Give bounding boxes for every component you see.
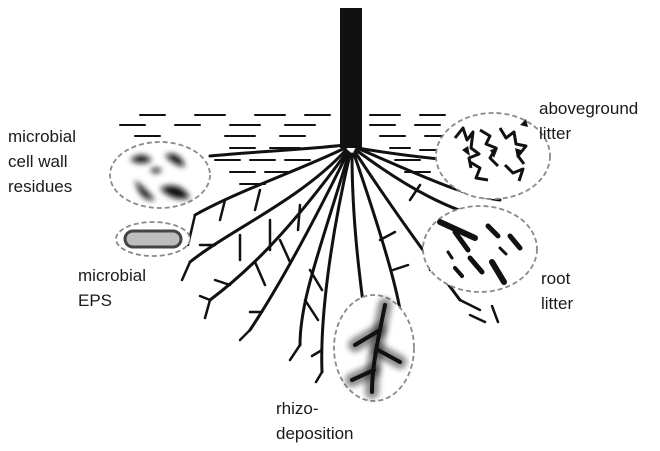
label-line: litter (539, 121, 638, 146)
aboveground-litter-ellipse (436, 113, 550, 199)
label-line: microbial (78, 263, 146, 288)
label-root-litter: root litter (541, 266, 573, 316)
label-line: microbial (8, 124, 76, 149)
label-microbial-eps: microbial EPS (78, 263, 146, 313)
label-line: deposition (276, 421, 354, 446)
label-line: cell wall (8, 149, 76, 174)
label-line: EPS (78, 288, 146, 313)
cell-wall-residues-ellipse (110, 142, 210, 208)
label-line: aboveground (539, 96, 638, 121)
rhizodeposition-ellipse (334, 295, 414, 401)
label-aboveground-litter: aboveground litter (539, 96, 638, 146)
label-line: rhizo- (276, 396, 354, 421)
label-line: litter (541, 291, 573, 316)
label-line: residues (8, 174, 76, 199)
label-cell-wall-residues: microbial cell wall residues (8, 124, 76, 199)
root-litter-ellipse (423, 206, 537, 292)
label-line: root (541, 266, 573, 291)
microbial-eps-ellipse (116, 222, 190, 256)
label-rhizodeposition: rhizo- deposition (276, 396, 354, 446)
